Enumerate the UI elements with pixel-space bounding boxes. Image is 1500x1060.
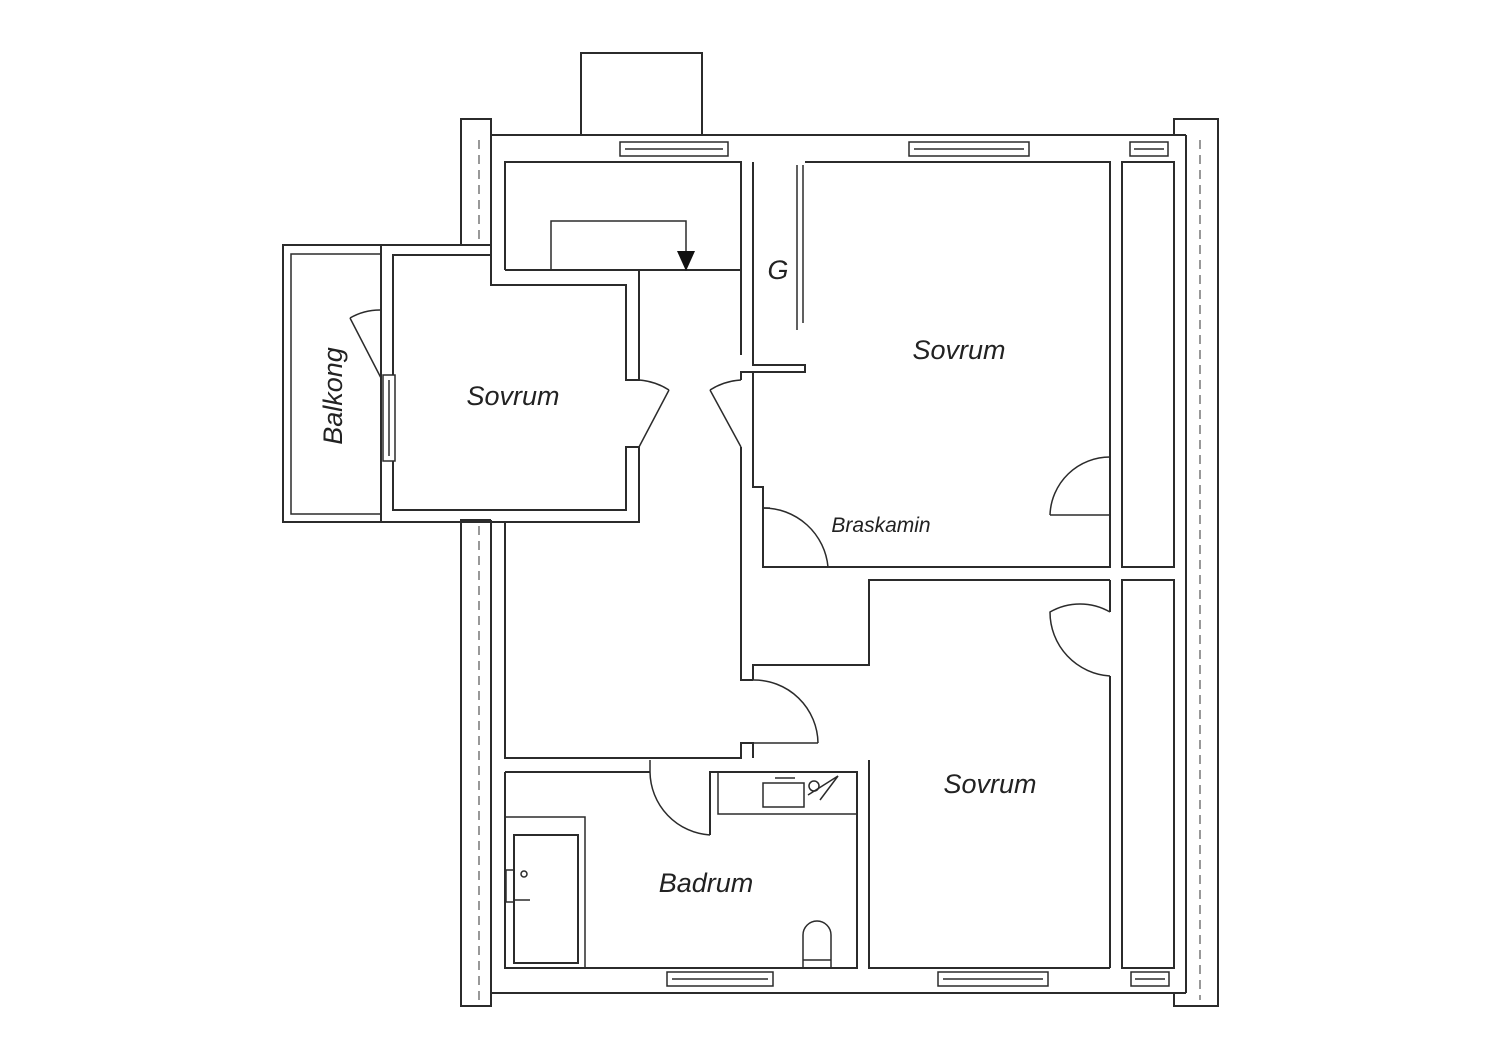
label-fireplace: Braskamin: [831, 514, 930, 537]
room-label-balcony: Balkong: [318, 347, 348, 445]
outer-walls: [490, 134, 1187, 994]
chimney: [580, 52, 703, 136]
bathroom-walls: [504, 760, 858, 969]
label-wardrobe: G: [767, 255, 788, 285]
facade-right: [1173, 118, 1219, 1007]
balcony: [282, 244, 382, 523]
wardrobe: [752, 162, 806, 373]
room-label-bathroom: Badrum: [659, 868, 754, 898]
room-label-bedroom-left: Sovrum: [466, 381, 559, 411]
facade-left: [460, 118, 492, 1007]
right-closets: [1109, 161, 1175, 969]
room-label-bedroom-top-right: Sovrum: [912, 335, 1005, 365]
top-windows: [619, 141, 1169, 157]
room-label-bedroom-bottom-right: Sovrum: [943, 769, 1036, 799]
bedroom-left-walls: [349, 244, 670, 523]
stair-arrow-icon: [677, 251, 695, 271]
stair-area: [504, 161, 742, 355]
bedroom-bottom-right-walls: [752, 579, 1111, 969]
hall-walls: [504, 371, 819, 759]
bottom-windows: [666, 971, 1170, 987]
bedroom-top-right-walls: [752, 161, 1111, 568]
